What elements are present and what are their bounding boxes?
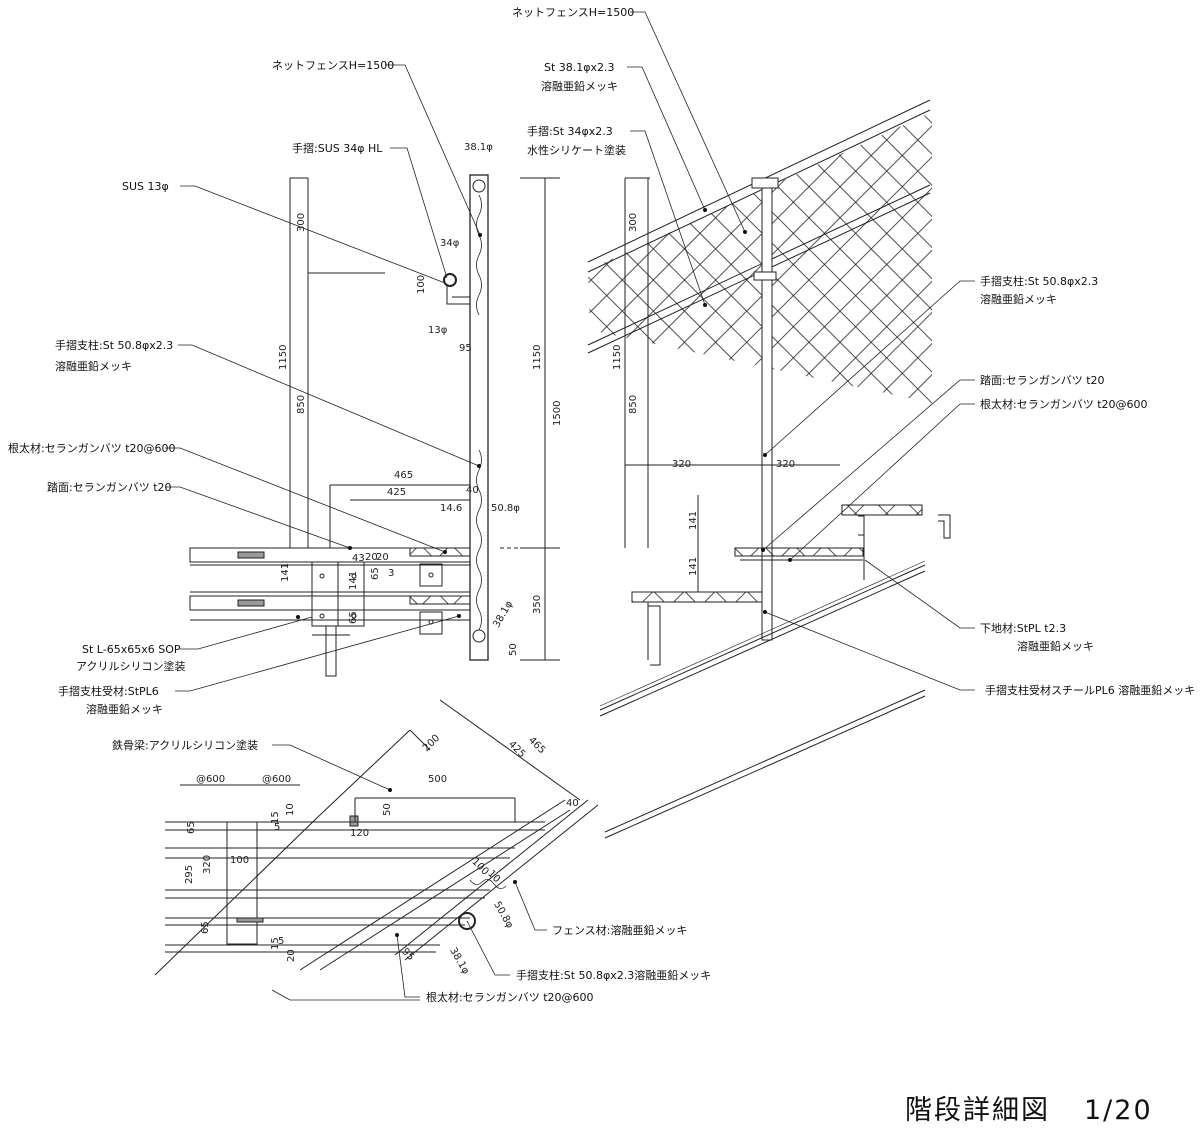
label-acrylic: アクリルシリコン塗装 xyxy=(76,659,185,673)
dim-38-bottom: 38.1φ xyxy=(491,599,515,630)
dim-425: 425 xyxy=(387,487,406,498)
label-handrail-st34: 手摺:St 34φx2.3 xyxy=(527,124,613,138)
dim-13: 13φ xyxy=(428,325,448,336)
dim-20-b: 20 xyxy=(376,552,389,563)
dim-146: 14.6 xyxy=(440,503,462,514)
label-subbase: 下地材:StPL t2.3 xyxy=(980,621,1066,635)
label-post-left: 手摺支柱:St 50.8φx2.3 xyxy=(55,338,173,352)
right-elevation xyxy=(587,99,951,839)
dim-34: 34φ xyxy=(440,238,460,249)
dim-141-c: 141 xyxy=(688,511,699,530)
labels: ネットフェンスH=1500 手摺:SUS 34φ HL SUS 13φ 手摺支柱… xyxy=(8,6,1195,1004)
dim-15-b: 15 xyxy=(270,937,281,950)
dim-850-right: 850 xyxy=(628,395,639,414)
dim-320-a: 320 xyxy=(672,459,691,470)
label-fence-mat: フェンス材:溶融亜鉛メッキ xyxy=(552,923,688,937)
dim-50-plan: 50 xyxy=(382,803,393,816)
label-subbase-galv: 溶融亜鉛メッキ xyxy=(1017,639,1094,653)
dim-508-left: 50.8φ xyxy=(491,503,520,514)
dimensions: 38.1φ 34φ 100 13φ 95 300 1150 850 1150 1… xyxy=(184,142,795,977)
dim-65-a: 65 xyxy=(370,567,381,580)
dim-141-d: 141 xyxy=(688,557,699,576)
dim-3: 3 xyxy=(388,568,394,579)
dim-5-b: 5 xyxy=(278,936,284,947)
label-post-plate: 手摺支柱受材:StPL6 xyxy=(58,684,159,698)
dim-40: 40 xyxy=(466,485,479,496)
dim-1150-left: 1150 xyxy=(278,345,289,370)
dim-381-plan: 38.1φ xyxy=(447,946,471,977)
title-scale: 1/20 xyxy=(1084,1095,1153,1126)
dim-850-left: 850 xyxy=(296,395,307,414)
dim-141-a: 141 xyxy=(280,563,291,582)
dim-65-plan-a: 65 xyxy=(186,821,197,834)
dim-320-plan: 320 xyxy=(202,855,213,874)
label-sus13: SUS 13φ xyxy=(122,180,169,193)
dim-320-b: 320 xyxy=(776,459,795,470)
label-joist-left: 根太材:セランガンバツ t20@600 xyxy=(8,441,176,455)
dim-465-plan: 465 xyxy=(526,735,547,756)
dim-5-a: 5 xyxy=(274,822,280,833)
label-post-plate-right: 手摺支柱受材スチールPL6 溶融亜鉛メッキ xyxy=(985,683,1195,697)
label-water-silicate: 水性シリケート塗装 xyxy=(527,143,626,157)
dim-350: 350 xyxy=(532,595,543,614)
label-st38-galv: 溶融亜鉛メッキ xyxy=(541,79,618,93)
dim-10: 10 xyxy=(285,803,296,816)
label-joist-plan: 根太材:セランガンバツ t20@600 xyxy=(426,990,594,1004)
label-joist-right: 根太材:セランガンバツ t20@600 xyxy=(980,397,1148,411)
plan-view xyxy=(154,699,599,976)
dim-1150-mid: 1150 xyxy=(532,345,543,370)
label-post-right: 手摺支柱:St 50.8φx2.3 xyxy=(980,274,1098,288)
dim-43: 43 xyxy=(352,553,365,564)
leader-lines xyxy=(165,11,975,1001)
label-net-fence-left: ネットフェンスH=1500 xyxy=(272,59,394,72)
dim-100-plan: 100 xyxy=(230,855,249,866)
dim-40-plan: 40 xyxy=(566,798,579,809)
dim-100: 100 xyxy=(416,275,427,294)
dim-425-plan: 425 xyxy=(506,739,527,760)
dim-600-b: @600 xyxy=(262,774,291,785)
dim-95: 95 xyxy=(459,343,472,354)
leader-dots xyxy=(296,208,792,937)
label-tread-right: 踏面:セランガンバツ t20 xyxy=(980,373,1105,387)
dim-20-a: 20 xyxy=(365,552,378,563)
dim-65-b: 65 xyxy=(348,611,359,624)
drawing-title: 階段詳細図 1/20 xyxy=(905,1088,1153,1127)
dim-300-left: 300 xyxy=(296,213,307,232)
dim-1150-right: 1150 xyxy=(612,345,623,370)
label-post-right-galv: 溶融亜鉛メッキ xyxy=(980,292,1057,306)
label-st38: St 38.1φx2.3 xyxy=(544,61,615,74)
dim-200: 200 xyxy=(421,733,442,754)
label-angle: St L-65x65x6 SOP xyxy=(82,643,181,656)
dim-20-plan: 20 xyxy=(286,949,297,962)
dim-295: 295 xyxy=(184,865,195,884)
label-post-plate-galv: 溶融亜鉛メッキ xyxy=(86,702,163,716)
left-elevation xyxy=(189,174,560,677)
title-name: 階段詳細図 xyxy=(905,1095,1050,1126)
dim-65-plan-b: 65 xyxy=(200,921,211,934)
dim-38-top: 38.1φ xyxy=(464,142,493,153)
label-post-left-galv: 溶融亜鉛メッキ xyxy=(55,359,132,373)
label-handrail-sus: 手摺:SUS 34φ HL xyxy=(292,141,383,155)
dim-1500: 1500 xyxy=(552,401,563,426)
label-post-plan: 手摺支柱:St 50.8φx2.3溶融亜鉛メッキ xyxy=(516,968,711,982)
dim-465: 465 xyxy=(394,470,413,481)
label-tread-left: 踏面:セランガンバツ t20 xyxy=(47,480,172,494)
label-net-fence-right: ネットフェンスH=1500 xyxy=(512,6,634,19)
dim-50-left: 50 xyxy=(508,643,519,656)
dim-300-right: 300 xyxy=(628,213,639,232)
dim-120: 120 xyxy=(350,828,369,839)
dim-141-b: 141 xyxy=(348,571,359,590)
dim-500: 500 xyxy=(428,774,447,785)
dim-15-a: 15 xyxy=(270,811,281,824)
dim-600-a: @600 xyxy=(196,774,225,785)
label-steel-beam: 鉄骨梁:アクリルシリコン塗装 xyxy=(112,738,258,752)
dim-508-plan: 50.8φ xyxy=(491,900,515,931)
